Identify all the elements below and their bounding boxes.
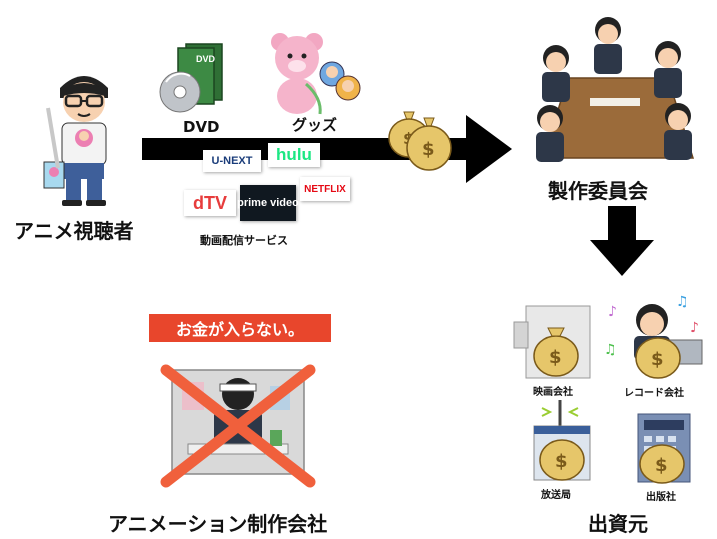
svg-text:$: $ xyxy=(555,451,568,472)
investor-label-broadcast: 放送局 xyxy=(541,490,571,501)
money-flow-arrow-head xyxy=(466,115,512,183)
investor-label-publisher: 出版社 xyxy=(646,492,676,503)
no-money-banner: お金が入らない。 xyxy=(149,314,331,342)
publisher-illustration: $ xyxy=(637,413,691,484)
cross-mark-stroke-2 xyxy=(160,364,316,488)
goods-label: グッズ xyxy=(292,116,338,134)
hulu-logo: hulu xyxy=(268,143,320,167)
investors-title: 出資元 xyxy=(588,512,648,536)
film-company-illustration: $ xyxy=(513,305,591,379)
streaming-label: 動画配信サービス xyxy=(200,234,288,247)
unext-logo: U-NEXT xyxy=(203,150,261,172)
netflix-logo: NETFLIX xyxy=(300,177,350,201)
svg-text:DVD: DVD xyxy=(196,54,216,64)
record-company-illustration: $ ♪ ♫ ♪ ♫ xyxy=(604,294,703,379)
dvd-icon: DVD xyxy=(159,43,223,113)
anime-viewer-illustration xyxy=(43,76,108,206)
investor-label-record: レコード会社 xyxy=(624,388,684,399)
svg-text:$: $ xyxy=(549,347,562,368)
svg-text:♪: ♪ xyxy=(690,320,699,336)
dvd-label: DVD xyxy=(183,118,220,136)
down-arrow-head xyxy=(590,240,654,276)
svg-text:♫: ♫ xyxy=(604,342,617,358)
svg-text:$: $ xyxy=(655,455,668,476)
studio-label: アニメーション制作会社 xyxy=(108,512,328,536)
svg-text:♫: ♫ xyxy=(676,294,689,310)
svg-text:$: $ xyxy=(651,349,664,370)
broadcast-station-illustration: $ xyxy=(533,400,591,481)
committee-meeting-illustration xyxy=(536,17,695,162)
prime-video-logo: prime video xyxy=(237,185,299,221)
money-bag-icon: $ $ xyxy=(388,111,452,171)
animation-studio-illustration xyxy=(160,364,316,488)
teddy-bear-icon xyxy=(271,33,361,115)
committee-label: 製作委員会 xyxy=(548,179,648,203)
dtv-logo: dTV xyxy=(184,190,236,216)
svg-text:$: $ xyxy=(422,139,435,160)
down-arrow-shaft xyxy=(608,206,636,242)
viewer-label: アニメ視聴者 xyxy=(14,219,134,243)
investor-label-film: 映画会社 xyxy=(533,387,573,398)
music-note-icon: ♪ xyxy=(608,304,617,320)
